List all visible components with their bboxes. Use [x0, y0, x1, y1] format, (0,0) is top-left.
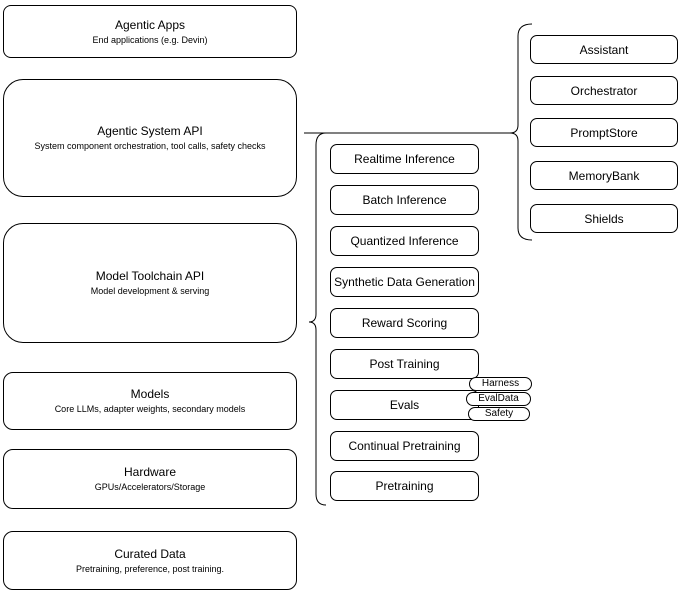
layer-agentic-apps: Agentic Apps End applications (e.g. Devi…	[3, 5, 297, 58]
toolchain-item-label: Evals	[389, 398, 420, 412]
layer-agentic-system-api: Agentic System API System component orch…	[3, 79, 297, 197]
toolchain-item-synthetic-data-generation: Synthetic Data Generation	[330, 267, 479, 297]
layer-subtitle: Pretraining, preference, post training.	[75, 563, 225, 574]
toolchain-item-realtime-inference: Realtime Inference	[330, 144, 479, 174]
layer-title: Model Toolchain API	[95, 269, 205, 283]
toolchain-item-evals: Evals	[330, 390, 479, 420]
eval-tag-label: Harness	[481, 378, 520, 389]
toolchain-item-batch-inference: Batch Inference	[330, 185, 479, 215]
layer-model-toolchain-api: Model Toolchain API Model development & …	[3, 223, 297, 343]
toolchain-item-pretraining: Pretraining	[330, 471, 479, 501]
layer-title: Agentic Apps	[114, 17, 186, 32]
layer-title: Models	[130, 387, 170, 401]
system-item-label: Assistant	[579, 42, 629, 57]
toolchain-item-quantized-inference: Quantized Inference	[330, 226, 479, 256]
system-item-shields: Shields	[530, 204, 678, 233]
layer-title: Hardware	[123, 465, 177, 479]
toolchain-group-brace	[308, 132, 327, 506]
layer-subtitle: End applications (e.g. Devin)	[92, 34, 208, 45]
toolchain-item-label: Pretraining	[375, 479, 434, 493]
eval-tag-safety: Safety	[468, 407, 530, 421]
eval-tag-label: EvalData	[478, 393, 519, 404]
layer-subtitle: Model development & serving	[90, 286, 210, 296]
system-item-label: Shields	[584, 211, 624, 226]
toolchain-item-label: Continual Pretraining	[348, 439, 461, 453]
toolchain-item-reward-scoring: Reward Scoring	[330, 308, 479, 338]
layer-models: Models Core LLMs, adapter weights, secon…	[3, 372, 297, 430]
layer-subtitle: GPUs/Accelerators/Storage	[94, 482, 206, 492]
toolchain-item-continual-pretraining: Continual Pretraining	[330, 431, 479, 461]
system-group-brace	[509, 23, 533, 241]
system-item-assistant: Assistant	[530, 35, 678, 64]
toolchain-item-label: Realtime Inference	[354, 152, 455, 166]
system-item-label: MemoryBank	[568, 168, 640, 183]
toolchain-item-label: Reward Scoring	[361, 316, 448, 330]
toolchain-item-label: Synthetic Data Generation	[334, 275, 475, 289]
layer-title: Agentic System API	[97, 124, 203, 138]
eval-tag-label: Safety	[484, 408, 514, 419]
eval-tag-evaldata: EvalData	[466, 392, 531, 406]
layer-subtitle: System component orchestration, tool cal…	[34, 141, 266, 151]
system-item-memorybank: MemoryBank	[530, 161, 678, 190]
system-item-label: PromptStore	[570, 125, 638, 140]
layer-title: Curated Data	[114, 546, 186, 561]
layer-hardware: Hardware GPUs/Accelerators/Storage	[3, 449, 297, 509]
system-item-promptstore: PromptStore	[530, 118, 678, 147]
toolchain-item-label: Quantized Inference	[350, 234, 459, 248]
toolchain-item-label: Post Training	[369, 357, 440, 371]
layer-curated-data: Curated Data Pretraining, preference, po…	[3, 531, 297, 590]
system-item-orchestrator: Orchestrator	[530, 76, 678, 105]
layer-subtitle: Core LLMs, adapter weights, secondary mo…	[54, 404, 246, 414]
toolchain-item-post-training: Post Training	[330, 349, 479, 379]
eval-tag-harness: Harness	[469, 377, 532, 391]
system-item-label: Orchestrator	[570, 83, 638, 98]
toolchain-item-label: Batch Inference	[362, 193, 447, 207]
